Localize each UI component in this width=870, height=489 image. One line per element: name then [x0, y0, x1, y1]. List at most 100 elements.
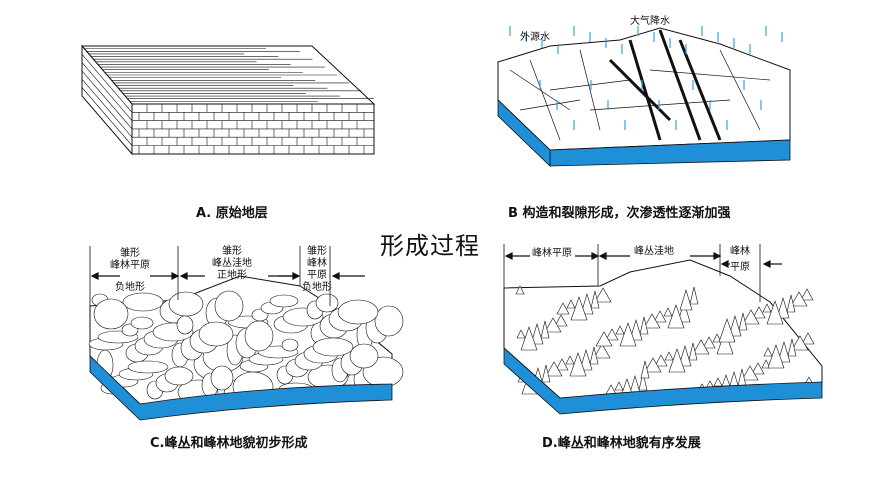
karst-peak [716, 330, 734, 355]
karst-peak [741, 365, 759, 381]
side-line [81, 62, 133, 121]
panel-b-caption: B 构造和裂隙形成，次渗透性逐渐加强 [508, 202, 730, 221]
karst-peak [677, 300, 691, 323]
karst-peak [728, 314, 742, 337]
panel-d-caption-text: 峰丛和峰林地貌有序发展 [557, 436, 701, 451]
karst-peak [594, 287, 612, 303]
fracture-line [589, 99, 731, 111]
c-left-line1: 雏形 [120, 248, 140, 259]
initial-landform-diagram [88, 246, 404, 421]
karst-peak [767, 344, 785, 369]
karst-peak [639, 316, 649, 335]
c-right-label: 雏形 峰林 平原 负地形 [302, 246, 332, 294]
rock-mound [214, 290, 244, 322]
karst-peak [579, 348, 593, 371]
karst-peak [667, 304, 685, 329]
rock-mound [281, 338, 299, 352]
karst-peak [654, 354, 668, 367]
panel-c-initial-formation: 雏形 峰林平原 负地形 雏形 峰丛洼地 正地形 雏形 峰林 平原 负地形 C.峰… [0, 236, 430, 489]
side-line [81, 54, 133, 113]
fracture-line [649, 69, 771, 81]
karst-peak [565, 355, 575, 365]
karst-peak [556, 302, 570, 315]
karst-peak [566, 299, 576, 309]
karst-peak [555, 358, 569, 371]
karst-peak [593, 343, 611, 359]
karst-peak [516, 329, 526, 339]
d-mid-label: 峰丛洼地 [634, 246, 674, 257]
karst-peak [629, 318, 643, 341]
karst-peak [689, 286, 699, 305]
d-right-label: 峰林 平原 [730, 246, 750, 274]
karst-peak [540, 320, 550, 339]
c-right-line4: 负地形 [302, 282, 332, 293]
karst-peak [570, 296, 588, 321]
karst-peak [569, 352, 587, 377]
karst-peak [520, 326, 538, 351]
rock-mound [176, 315, 194, 335]
panel-d-orderly-development: 峰林平原 峰丛洼地 峰林 平原 D.峰丛和峰林地貌有序发展 [430, 236, 870, 489]
fracture-line [628, 39, 662, 141]
rock-mound [93, 298, 129, 330]
rock-mound [198, 321, 234, 347]
c-right-line3: 平原 [307, 270, 327, 281]
karst-peak [590, 290, 600, 309]
rock-mound [312, 337, 354, 357]
c-mid-line1: 雏形 [222, 246, 242, 257]
strata-block-diagram [80, 44, 376, 156]
process-title: 形成过程 [380, 232, 480, 260]
karst-peak [800, 288, 814, 301]
panel-b-fractures: 外源水 大气降水 B 构造和裂隙形成，次渗透性逐渐加强 [430, 0, 870, 230]
karst-peak [713, 377, 723, 387]
karst-peak [688, 342, 698, 361]
karst-peak [790, 291, 808, 307]
karst-peak [678, 344, 692, 367]
rock-mound [164, 366, 194, 386]
rock-mound [315, 293, 339, 313]
karst-peak [541, 364, 551, 383]
karst-peak [786, 294, 796, 313]
c-right-line1: 雏形 [307, 246, 327, 257]
karst-peak [766, 300, 784, 325]
karst-peak [668, 348, 686, 373]
karst-peak [619, 322, 637, 347]
karst-peak [679, 288, 693, 311]
c-mid-line3: 正地形 [217, 270, 247, 281]
d-right-line1: 峰林 [730, 246, 750, 257]
c-mid-line2: 峰丛洼地 [212, 258, 252, 269]
karst-peak [791, 335, 809, 351]
panel-b-caption-text: 构造和裂隙形成，次渗透性逐渐加强 [522, 206, 731, 221]
karst-peak [751, 362, 765, 375]
karst-peak [663, 307, 673, 317]
rock-mound [122, 292, 164, 312]
rock-mound [349, 343, 379, 369]
karst-peak [653, 310, 667, 323]
fracture-line [529, 59, 561, 141]
label-atmospheric-precipitation: 大气降水 [630, 16, 670, 27]
karst-peak [605, 328, 619, 341]
karst-peak [776, 296, 790, 319]
panel-d-caption: D.峰丛和峰林地貌有序发展 [542, 432, 701, 451]
karst-peak [762, 303, 772, 313]
karst-peak [692, 339, 710, 355]
rock-mound [337, 299, 379, 325]
karst-peak [742, 309, 760, 325]
c-left-line3: 负地形 [115, 282, 145, 293]
panel-b-letter: B [508, 206, 518, 221]
d-left-label: 峰林平原 [532, 248, 572, 259]
panel-a-letter: A. [196, 206, 212, 221]
fracture-block-diagram [497, 26, 791, 167]
side-line [81, 70, 133, 130]
karst-peak [702, 336, 716, 349]
karst-peak [515, 285, 525, 295]
karst-peak [589, 346, 599, 365]
karst-peak [664, 351, 674, 361]
d-right-line2: 平原 [730, 262, 750, 273]
karst-peak [738, 312, 748, 331]
side-line [81, 87, 133, 146]
karst-peak [638, 372, 648, 391]
karst-peak [545, 361, 563, 377]
fracture-line [579, 49, 601, 131]
karst-peak [580, 292, 594, 315]
karst-peak [643, 313, 661, 329]
